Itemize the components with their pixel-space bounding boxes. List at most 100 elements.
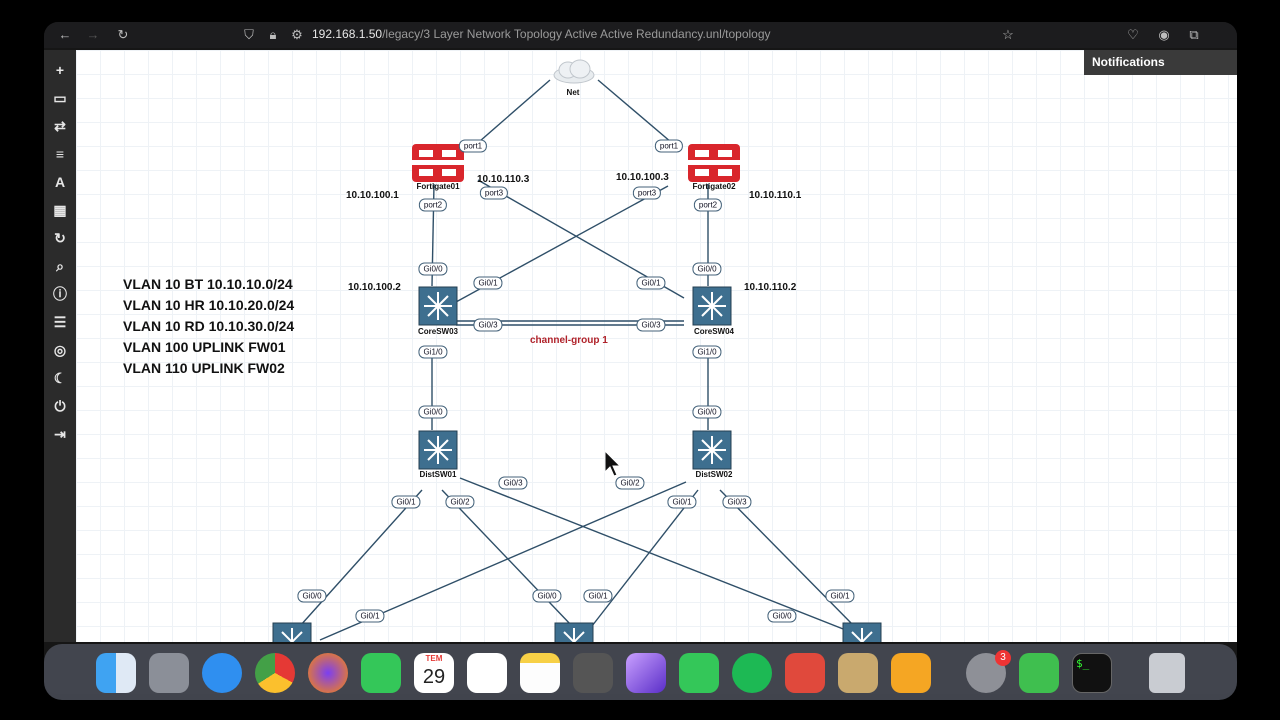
back-button[interactable]: ← xyxy=(58,27,72,42)
numbers-icon[interactable] xyxy=(679,653,719,693)
mouse-cursor-icon xyxy=(604,450,622,477)
port-label: Gi0/0 xyxy=(692,405,722,419)
notifications-panel: Notifications × xyxy=(1084,50,1237,75)
zoom-icon[interactable]: ⌕ xyxy=(56,258,64,274)
channel-group-label: channel-group 1 xyxy=(530,335,608,346)
vlan-text: VLAN 10 HR 10.10.20.0/24 xyxy=(123,297,295,313)
safari-icon[interactable] xyxy=(202,653,242,693)
port-label: Gi0/2 xyxy=(445,495,475,509)
port-label: port2 xyxy=(693,198,723,212)
nodes-icon[interactable]: ▭ xyxy=(53,90,67,106)
pages-icon[interactable] xyxy=(891,653,931,693)
spotify-icon[interactable] xyxy=(732,653,772,693)
switch-icon[interactable] xyxy=(842,622,882,642)
switch-icon[interactable] xyxy=(272,622,312,642)
text-icon[interactable]: A xyxy=(54,174,66,190)
browser-toolbar: ← → ↻ ⛉ 🔒︎ ⚙ 192.168.1.50/legacy/3 Layer… xyxy=(44,22,1237,48)
switch-icon[interactable] xyxy=(418,286,458,326)
logout-icon[interactable]: ⇥ xyxy=(54,426,66,442)
chrome-icon[interactable] xyxy=(255,653,295,693)
link-dist1-acc3 xyxy=(459,477,867,639)
port-label: port1 xyxy=(458,139,488,153)
port-label: port1 xyxy=(654,139,684,153)
dark-mode-icon[interactable]: ☾ xyxy=(53,370,67,386)
address-bar[interactable]: 192.168.1.50/legacy/3 Layer Network Topo… xyxy=(312,27,771,41)
link-dist2-acc3 xyxy=(719,489,855,627)
calendar-icon[interactable]: TEM 29 xyxy=(414,653,454,693)
calculator-icon[interactable] xyxy=(573,653,613,693)
facetime-icon[interactable] xyxy=(361,653,401,693)
switch-icon[interactable] xyxy=(692,430,732,470)
trash-icon[interactable] xyxy=(1149,653,1185,693)
vlan-text: VLAN 10 BT 10.10.10.0/24 xyxy=(123,276,293,292)
switch-icon[interactable] xyxy=(692,286,732,326)
link-net-fw1 xyxy=(471,79,551,149)
port-label: Gi0/0 xyxy=(418,405,448,419)
port-label: Gi0/1 xyxy=(636,276,666,290)
add-icon[interactable]: + xyxy=(55,62,65,78)
site-settings-icon[interactable]: ⚙ xyxy=(291,27,303,42)
url-path: /legacy/3 Layer Network Topology Active … xyxy=(382,27,771,41)
calendar-month: TEM xyxy=(425,654,443,663)
power-icon[interactable]: ⏻ xyxy=(54,398,66,414)
flashcards-icon[interactable] xyxy=(785,653,825,693)
lock-icon[interactable]: 🔒︎ xyxy=(269,27,277,42)
port-label: port3 xyxy=(632,186,662,200)
status-icon[interactable]: ◎ xyxy=(53,342,67,358)
node-label-net: Net xyxy=(566,88,580,97)
port-label: Gi0/1 xyxy=(355,609,385,623)
finder-icon[interactable] xyxy=(96,653,136,693)
refresh-icon[interactable]: ↻ xyxy=(54,230,66,246)
shield-icon[interactable]: ⛉ xyxy=(244,27,254,42)
link-dist1-acc2 xyxy=(441,489,573,627)
info-icon[interactable]: ⓘ xyxy=(53,286,67,302)
port-label: Gi0/1 xyxy=(583,589,613,603)
terminal-icon[interactable]: $_ xyxy=(1072,653,1112,693)
port-label: port2 xyxy=(418,198,448,212)
node-label-coresw03: CoreSW03 xyxy=(417,327,459,336)
feather-app-icon[interactable] xyxy=(626,653,666,693)
archive-utility-icon[interactable] xyxy=(838,653,878,693)
port-label: Gi0/1 xyxy=(473,276,503,290)
reload-icon[interactable]: ↻ xyxy=(117,27,129,42)
link-dist1-acc1 xyxy=(299,489,423,627)
launchpad-icon[interactable] xyxy=(149,653,189,693)
grid-icon[interactable]: ▦ xyxy=(53,202,67,218)
port-label: Gi0/3 xyxy=(473,318,503,332)
port-label: Gi0/0 xyxy=(692,262,722,276)
port-label: Gi0/1 xyxy=(825,589,855,603)
notes-icon[interactable] xyxy=(520,653,560,693)
system-settings-icon[interactable]: 3 xyxy=(966,650,1011,693)
node-label-fortigate02: Fortigate02 xyxy=(692,182,736,191)
switch-icon[interactable] xyxy=(554,622,594,642)
firewall-icon[interactable] xyxy=(688,144,740,182)
topology-canvas[interactable]: Net Fortigate01 Fortigate02 CoreSW03 Cor… xyxy=(76,50,1237,642)
browser-window: ← → ↻ ⛉ 🔒︎ ⚙ 192.168.1.50/legacy/3 Layer… xyxy=(44,22,1237,694)
account-icon[interactable]: ◉ xyxy=(1158,27,1170,42)
vlan-text: VLAN 110 UPLINK FW02 xyxy=(123,360,285,376)
ip-label: 10.10.100.2 xyxy=(348,282,401,293)
macos-dock: TEM 29 3 $_ xyxy=(44,644,1237,700)
cloud-icon[interactable] xyxy=(550,58,598,84)
vlan-text: VLAN 100 UPLINK FW01 xyxy=(123,339,286,355)
port-label: Gi0/0 xyxy=(418,262,448,276)
pocket-icon[interactable]: ♡ xyxy=(1127,27,1139,42)
camtasia-icon[interactable] xyxy=(1019,653,1059,693)
switch-icon[interactable] xyxy=(418,430,458,470)
networks-icon[interactable]: ⇄ xyxy=(54,118,66,134)
forward-button[interactable]: → xyxy=(86,27,100,42)
lab-list-icon[interactable]: ☰ xyxy=(53,314,67,330)
reminders-icon[interactable] xyxy=(467,653,507,693)
firewall-icon[interactable] xyxy=(412,144,464,182)
firefox-icon[interactable] xyxy=(308,653,348,693)
port-label: Gi0/1 xyxy=(667,495,697,509)
ip-label: 10.10.100.3 xyxy=(616,172,669,183)
node-label-fortigate01: Fortigate01 xyxy=(416,182,460,191)
eve-sidebar: + ▭ ⇄ ≡ A ▦ ↻ ⌕ ⓘ ☰ ◎ ☾ ⏻ ⇥ xyxy=(44,50,76,642)
extensions-icon[interactable]: ⧉ xyxy=(1189,27,1199,42)
url-host: 192.168.1.50 xyxy=(312,27,383,41)
port-label: Gi0/3 xyxy=(498,476,528,490)
startup-config-icon[interactable]: ≡ xyxy=(55,146,65,162)
bookmark-star-icon[interactable]: ☆ xyxy=(1002,27,1014,42)
vlan-text: VLAN 10 RD 10.10.30.0/24 xyxy=(123,318,295,334)
